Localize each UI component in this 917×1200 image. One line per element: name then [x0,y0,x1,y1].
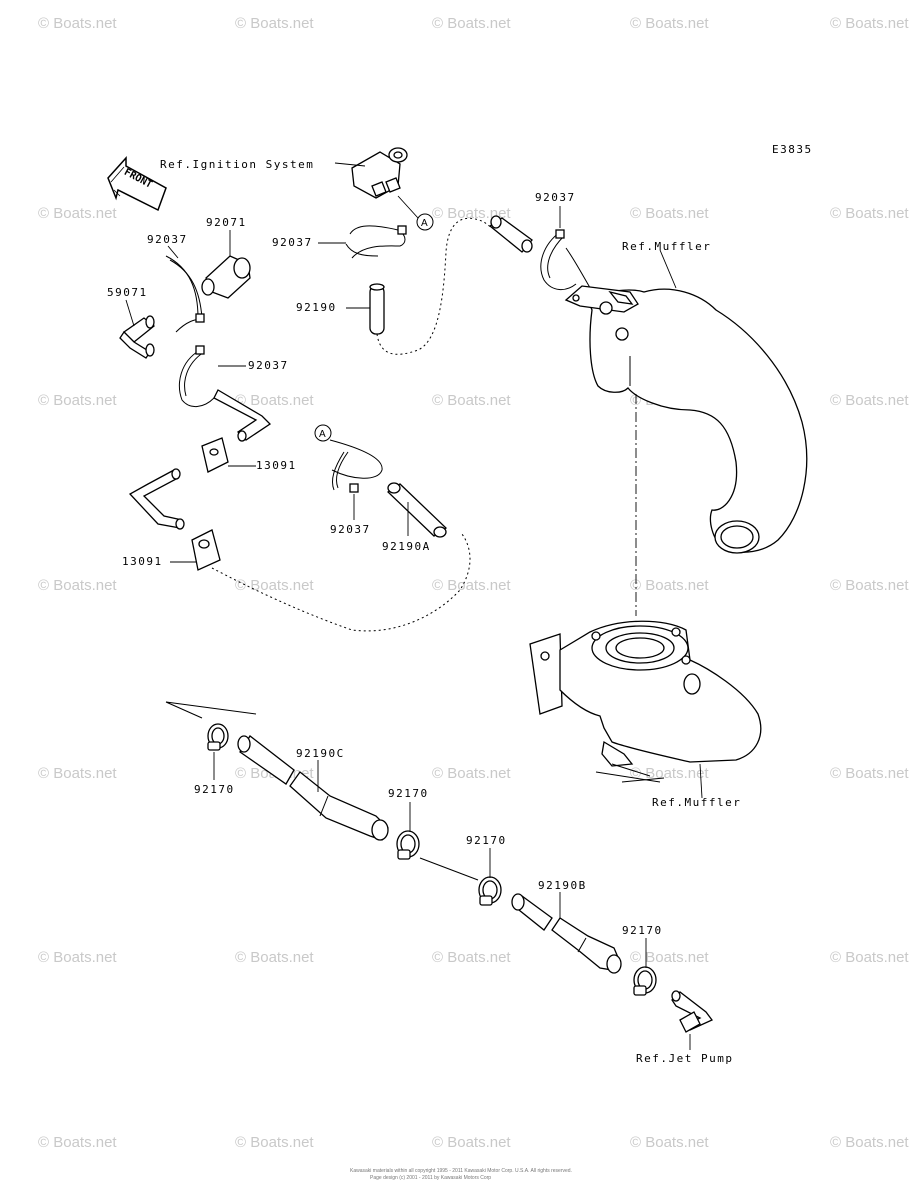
watermark: © Boats.net [235,577,314,594]
cap-13091-upper [201,437,256,473]
watermark: © Boats.net [235,1134,314,1151]
reference-line [165,701,257,719]
reference-line [419,857,479,881]
fitting-92071 [201,230,251,299]
ignition-connector [334,147,419,219]
watermark: © Boats.net [432,577,511,594]
watermark-layer: © Boats.net © Boats.net © Boats.net © Bo… [38,15,909,1151]
clamp-92037-topleft [165,245,205,333]
hose-92190b [511,892,622,974]
part-label-92037: 92037 [248,359,289,372]
watermark: © Boats.net [630,577,709,594]
part-label-92037: 92037 [535,191,576,204]
part-label-92170: 92170 [466,834,507,847]
watermark: © Boats.net [38,392,117,409]
callout-a: A [314,424,332,442]
jet-pump-fitting [671,990,714,1050]
ref-muffler-bottom: Ref.Muffler [652,796,741,809]
watermark: © Boats.net [38,1134,117,1151]
watermark: © Boats.net [830,15,909,32]
watermark: © Boats.net [432,392,511,409]
watermark: © Boats.net [830,392,909,409]
watermark: © Boats.net [432,15,511,32]
hose-lower-left [128,468,185,530]
part-label-92037: 92037 [330,523,371,536]
clip-92037 [318,225,407,259]
elbow-59071 [119,299,156,359]
part-label-92190c: 92190C [296,747,345,760]
diagram-code: E3835 [772,143,813,156]
part-label-92071: 92071 [206,216,247,229]
watermark: © Boats.net [38,577,117,594]
part-label-92190b: 92190B [538,879,587,892]
callout-a: A [416,213,434,231]
watermark: © Boats.net [38,205,117,222]
watermark: © Boats.net [432,949,511,966]
hose-top-mid [488,215,533,253]
part-label-92037: 92037 [272,236,313,249]
watermark: © Boats.net [235,15,314,32]
watermark: © Boats.net [630,15,709,32]
muffler-bottom [529,620,762,799]
hose-clamp-92170-1 [207,723,229,780]
ref-ignition-system: Ref.Ignition System [160,158,314,171]
watermark: © Boats.net [432,205,511,222]
ref-jet-pump: Ref.Jet Pump [636,1052,733,1065]
routing-line [211,533,471,632]
clamp-92037-topright [540,206,597,299]
clamp-92037-a [329,439,383,520]
watermark: © Boats.net [830,949,909,966]
front-arrow-icon: FRONT [107,156,167,212]
hose-92190 [346,283,385,335]
watermark: © Boats.net [235,949,314,966]
part-label-92190: 92190 [296,301,337,314]
part-label-59071: 59071 [107,286,148,299]
hose-clamp-92170-3 [478,848,502,906]
watermark: © Boats.net [630,949,709,966]
svg-text:A: A [319,429,326,440]
watermark: © Boats.net [830,577,909,594]
watermark: © Boats.net [830,205,909,222]
part-label-92170: 92170 [622,924,663,937]
muffler-top [564,249,808,554]
watermark: © Boats.net [432,1134,511,1151]
part-label-92037: 92037 [147,233,188,246]
watermark: © Boats.net [432,765,511,782]
svg-text:A: A [421,218,428,229]
part-label-13091: 13091 [122,555,163,568]
copyright-text: Kawasaki materials within all copyright … [350,1168,572,1174]
cap-13091-lower [170,529,221,571]
watermark: © Boats.net [630,1134,709,1151]
watermark: © Boats.net [830,765,909,782]
hose-92190a [386,482,448,538]
watermark: © Boats.net [830,1134,909,1151]
watermark: © Boats.net [38,15,117,32]
clamp-92037-mid [178,345,246,407]
part-label-92190a: 92190A [382,540,431,553]
watermark: © Boats.net [630,765,709,782]
watermark: © Boats.net [630,205,709,222]
hose-clamp-92170-2 [396,802,420,860]
watermark: © Boats.net [38,949,117,966]
part-label-13091: 13091 [256,459,297,472]
hose-92190c [237,735,389,841]
hose-clamp-92170-4 [633,938,657,996]
part-label-92170: 92170 [388,787,429,800]
copyright-text: Page design (c) 2001 - 2011 by Kawasaki … [370,1175,491,1181]
hose-upper-left [213,389,272,442]
part-label-92170: 92170 [194,783,235,796]
routing-line [376,217,493,355]
watermark: © Boats.net [235,392,314,409]
watermark: © Boats.net [38,765,117,782]
ref-muffler-top: Ref.Muffler [622,240,711,253]
